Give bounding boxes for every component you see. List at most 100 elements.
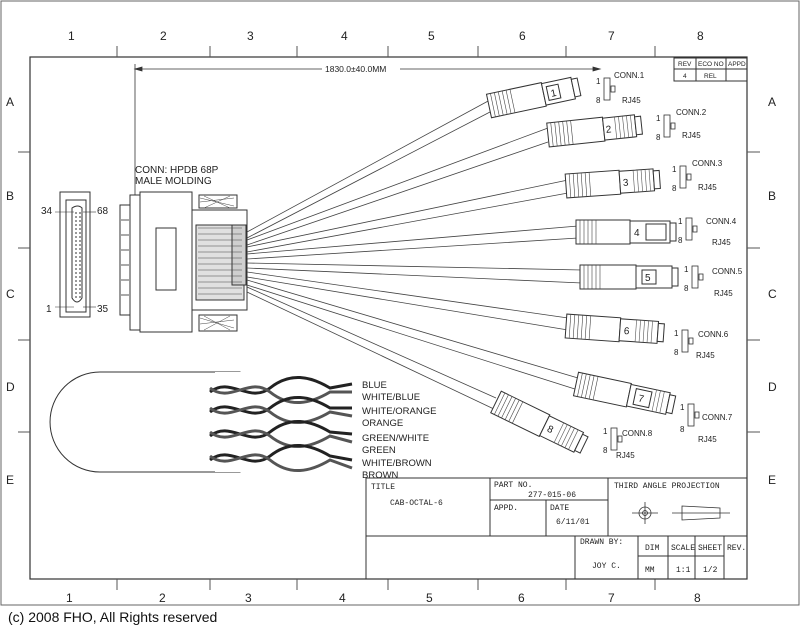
- wire-label: GREEN: [362, 445, 396, 456]
- twisted-pair-orange: [209, 395, 353, 425]
- plug-number: 4: [634, 228, 640, 239]
- row-label-left: C: [6, 287, 15, 301]
- row-label-right: D: [768, 380, 777, 394]
- rj45-plug-4: 4: [575, 219, 677, 245]
- cable-fanout: [246, 99, 583, 411]
- scale-label: SCALE: [671, 544, 695, 553]
- conn7-label: CONN.7: [702, 413, 733, 422]
- conn2-pin-last: 8: [656, 133, 661, 142]
- rj45-plug-6: 6: [564, 313, 665, 344]
- row-label-right: B: [768, 189, 776, 203]
- conn5-pin-first: 1: [684, 265, 689, 274]
- wire-label: GREEN/WHITE: [362, 433, 429, 444]
- title-label: TITLE: [371, 483, 395, 492]
- hpdb-connector-body: [119, 191, 248, 333]
- date-value: 6/11/01: [556, 518, 590, 527]
- rj45-plug-2: 2: [546, 114, 643, 148]
- conn3-pin-first: 1: [672, 165, 677, 174]
- row-label-left: E: [6, 473, 14, 487]
- scale-value: 1:1: [676, 566, 691, 575]
- col-label-top: 3: [247, 29, 254, 43]
- eco-value: REL: [704, 73, 717, 80]
- row-label-right: C: [768, 287, 777, 301]
- row-label-right: A: [768, 95, 776, 109]
- rj45-plug-7: 7: [572, 371, 677, 415]
- col-label-top: 7: [608, 29, 615, 43]
- eco-header: ECO NO: [698, 61, 724, 68]
- rev-value: 4: [683, 73, 687, 80]
- rj45-plug-3: 3: [564, 168, 661, 199]
- drawn-by-label: DRAWN BY:: [580, 538, 623, 547]
- plug-number: 5: [645, 273, 651, 284]
- conn2-label: CONN.2: [676, 108, 707, 117]
- conn8-type: RJ45: [616, 451, 635, 460]
- wire-label: WHITE/BROWN: [362, 458, 432, 469]
- wire-label: WHITE/ORANGE: [362, 406, 436, 417]
- col-label-top: 6: [519, 29, 526, 43]
- projection-label: THIRD ANGLE PROJECTION: [614, 482, 720, 491]
- plug-number: 1: [550, 88, 558, 100]
- conn8-pin-last: 8: [603, 446, 608, 455]
- conn6-type: RJ45: [696, 351, 715, 360]
- twisted-pair-blue: [209, 375, 353, 405]
- main-connector-label-line1: CONN: HPDB 68P: [135, 165, 219, 176]
- col-label-top: 8: [697, 29, 704, 43]
- projection-symbol: [632, 502, 730, 524]
- twisted-pair-green: [209, 419, 353, 449]
- conn7-type: RJ45: [698, 435, 717, 444]
- col-label-bottom: 3: [245, 591, 252, 605]
- title-value: CAB-OCTAL-6: [390, 499, 443, 508]
- conn5-pin-last: 8: [684, 284, 689, 293]
- col-label-bottom: 6: [518, 591, 525, 605]
- conn7-pin-first: 1: [680, 403, 685, 412]
- wire-label: WHITE/BLUE: [362, 392, 420, 403]
- part-label: PART NO.: [494, 481, 532, 490]
- col-label-top: 2: [160, 29, 167, 43]
- conn5-label: CONN.5: [712, 267, 743, 276]
- appd-label: APPD.: [494, 504, 518, 513]
- conn1-pin-last: 8: [596, 96, 601, 105]
- main-connector-label-line2: MALE MOLDING: [135, 176, 212, 187]
- conn2-type: RJ45: [682, 131, 701, 140]
- conn3-type: RJ45: [698, 183, 717, 192]
- conn6-label: CONN.6: [698, 330, 729, 339]
- wire-label: BROWN: [362, 470, 399, 481]
- conn4-pin-first: 1: [678, 217, 683, 226]
- pin-34-label: 34: [41, 206, 53, 217]
- appd-header: APPD: [728, 61, 746, 68]
- conn1-label: CONN.1: [614, 71, 645, 80]
- conn1-pin-first: 1: [596, 77, 601, 86]
- dim-value: MM: [645, 566, 655, 575]
- pin-35-label: 35: [97, 304, 109, 315]
- row-label-left: B: [6, 189, 14, 203]
- col-label-bottom: 1: [66, 591, 73, 605]
- rev-header: REV: [678, 61, 692, 68]
- wire-label: ORANGE: [362, 418, 403, 429]
- plug-number: 7: [637, 393, 645, 405]
- dim-label: DIM: [645, 544, 660, 553]
- title-block: [365, 477, 748, 580]
- sheet-label: SHEET: [698, 544, 722, 553]
- col-label-top: 5: [428, 29, 435, 43]
- rj45-plug-1: 1: [485, 76, 582, 119]
- part-value: 277-015-06: [528, 491, 576, 500]
- copyright-notice: (c) 2008 FHO, All Rights reserved: [8, 609, 218, 625]
- conn6-pin-last: 8: [674, 348, 679, 357]
- row-label-left: D: [6, 380, 15, 394]
- date-label: DATE: [550, 504, 569, 513]
- conn3-pin-last: 8: [672, 184, 677, 193]
- twisted-pair-brown: [209, 443, 353, 473]
- conn7-pin-last: 8: [680, 425, 685, 434]
- pin-68-label: 68: [97, 206, 109, 217]
- rj45-plug-5: 5: [579, 264, 679, 290]
- conn6-pin-first: 1: [674, 329, 679, 338]
- col-label-bottom: 5: [426, 591, 433, 605]
- plug-number: 2: [605, 124, 612, 136]
- pin-1-label: 1: [46, 304, 52, 315]
- drawn-by-value: JOY C.: [592, 562, 621, 571]
- dimension-text: 1830.0±40.0MM: [325, 64, 386, 74]
- sheet-value: 1/2: [703, 566, 718, 575]
- col-label-bottom: 8: [694, 591, 701, 605]
- conn8-pin-first: 1: [603, 427, 608, 436]
- col-label-bottom: 4: [339, 591, 346, 605]
